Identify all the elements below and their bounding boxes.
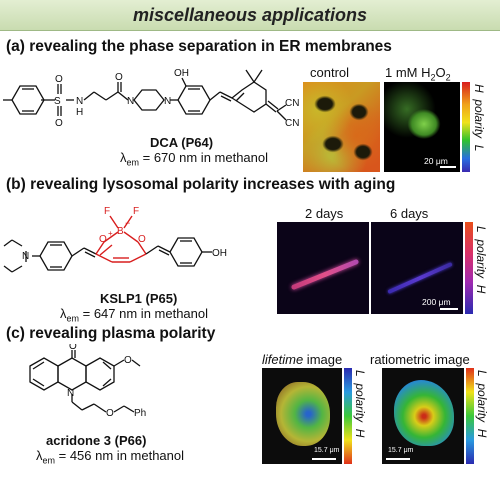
image-label-2-days: 2 days xyxy=(305,206,344,221)
atom-h: H xyxy=(76,107,83,118)
molecule-name-acridone: acridone 3 (P66) xyxy=(46,433,147,448)
scale-label: 200 μm xyxy=(422,297,451,307)
acridone-structure: O N O O Ph xyxy=(29,344,146,419)
atom-o: O xyxy=(69,344,77,352)
atom-o: O xyxy=(138,234,146,245)
kslp1-structure: N OH O O B F F + − xyxy=(3,206,227,273)
scale-bar xyxy=(386,458,410,460)
micrograph-2-days xyxy=(277,222,369,314)
image-label-6-days: 6 days xyxy=(390,206,429,221)
colorbar-a-labels: H polarity L xyxy=(472,84,486,152)
image-label-ratiometric: ratiometric image xyxy=(370,352,470,367)
atom-oh: OH xyxy=(212,248,227,259)
atom-o: O xyxy=(55,74,63,85)
section-a-title: (a) revealing the phase separation in ER… xyxy=(6,38,392,55)
atom-s: S xyxy=(54,96,61,107)
atom-o: O xyxy=(106,408,114,419)
micrograph-ratiometric xyxy=(382,368,464,464)
atom-o: O xyxy=(115,72,123,83)
colorbar-c-lifetime xyxy=(344,368,352,464)
image-label-h2o2: 1 mM H2O2 xyxy=(385,65,451,83)
atom-o: O xyxy=(124,355,132,366)
scale-label: 15.7 μm xyxy=(388,447,414,454)
atom-o: O xyxy=(99,234,107,245)
micrograph-lifetime xyxy=(262,368,342,464)
colorbar-a xyxy=(462,82,470,172)
banner-title: miscellaneous applications xyxy=(0,0,500,31)
image-label-control: control xyxy=(310,65,350,80)
atom-o: O xyxy=(55,118,63,129)
micrograph-control xyxy=(303,82,380,172)
colorbar-c-lifetime-labels: L polarity H xyxy=(353,370,367,438)
atom-f: F xyxy=(104,206,110,217)
atom-n: N xyxy=(164,96,171,107)
atom-b: B xyxy=(117,226,124,237)
atom-oh: OH xyxy=(174,68,189,79)
atom-n: N xyxy=(67,388,74,399)
emission-kslp1: λem = 647 nm in methanol xyxy=(60,306,209,324)
molecule-name-kslp1: KSLP1 (P65) xyxy=(100,291,178,306)
section-b-title: (b) revealing lysosomal polarity increas… xyxy=(6,176,396,193)
colorbar-c-ratiometric-labels: L polarity H xyxy=(475,370,489,438)
emission-acridone: λem = 456 nm in methanol xyxy=(36,448,185,466)
image-label-lifetime: lifetime image xyxy=(262,352,343,367)
emission-dca: λem = 670 nm in methanol xyxy=(120,150,269,168)
colorbar-b-labels: L polarity H xyxy=(474,226,488,294)
scale-bar xyxy=(312,458,336,460)
scale-bar xyxy=(440,166,456,168)
atom-cn: CN xyxy=(285,118,299,129)
scale-label: 20 μm xyxy=(424,156,448,166)
molecule-name-dca: DCA (P64) xyxy=(150,135,214,150)
atom-n: N xyxy=(22,251,29,262)
atom-n: N xyxy=(76,96,83,107)
colorbar-c-ratiometric xyxy=(466,368,474,464)
atom-n: N xyxy=(127,96,134,107)
charge-minus: − xyxy=(125,218,130,228)
scale-bar xyxy=(440,308,458,310)
micrograph-h2o2 xyxy=(384,82,460,172)
scale-label: 15.7 μm xyxy=(314,447,340,454)
atom-ph: Ph xyxy=(134,408,146,419)
charge-plus: + xyxy=(108,229,113,238)
micrograph-6-days xyxy=(371,222,463,314)
atom-f: F xyxy=(133,206,139,217)
section-c-title: (c) revealing plasma polarity xyxy=(6,325,216,342)
atom-cn: CN xyxy=(285,98,299,109)
colorbar-b xyxy=(465,222,473,314)
dca-structure: S O O N H O N N OH CN CN xyxy=(3,68,299,129)
